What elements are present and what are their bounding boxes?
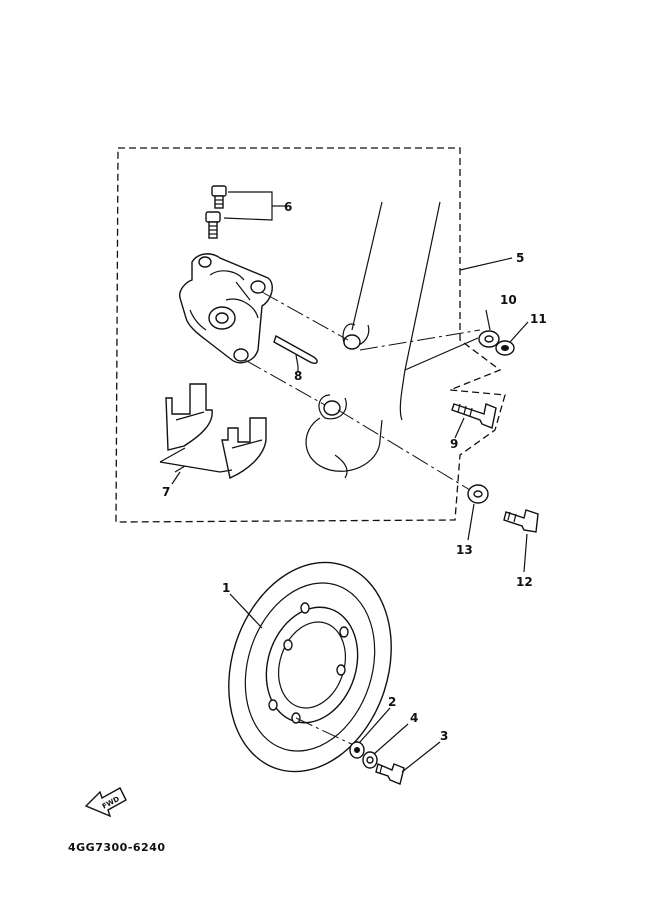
callout-13: 13 <box>456 543 473 557</box>
disc-washer-4 <box>362 751 378 769</box>
callout-6: 6 <box>284 200 292 214</box>
brake-pads <box>159 383 267 479</box>
nut-11 <box>495 340 515 356</box>
cotter-pin <box>273 334 318 367</box>
washer-13 <box>467 484 489 504</box>
callout-12: 12 <box>516 575 533 589</box>
callout-3: 3 <box>440 729 448 743</box>
disc-bolt-3 <box>375 763 405 785</box>
bolt-12 <box>503 509 539 533</box>
callout-4: 4 <box>410 711 418 725</box>
disc-nut-2 <box>349 741 365 759</box>
callout-1: 1 <box>222 581 230 595</box>
callout-2: 2 <box>388 695 396 709</box>
callout-11: 11 <box>530 312 547 326</box>
bleed-screws <box>205 185 282 239</box>
brake-caliper <box>178 253 273 364</box>
callout-5: 5 <box>516 251 524 265</box>
bolt-9 <box>451 403 497 429</box>
washer-10 <box>478 330 500 348</box>
front-fork <box>305 201 441 479</box>
fwd-arrow-icon: FWD <box>84 787 127 818</box>
callout-9: 9 <box>450 437 458 451</box>
callout-8: 8 <box>294 369 302 383</box>
callout-7: 7 <box>162 485 170 499</box>
brake-disc <box>228 561 392 773</box>
part-code: 4GG7300-6240 <box>68 841 166 854</box>
assembly-boundary <box>115 147 506 523</box>
callout-10: 10 <box>500 293 517 307</box>
